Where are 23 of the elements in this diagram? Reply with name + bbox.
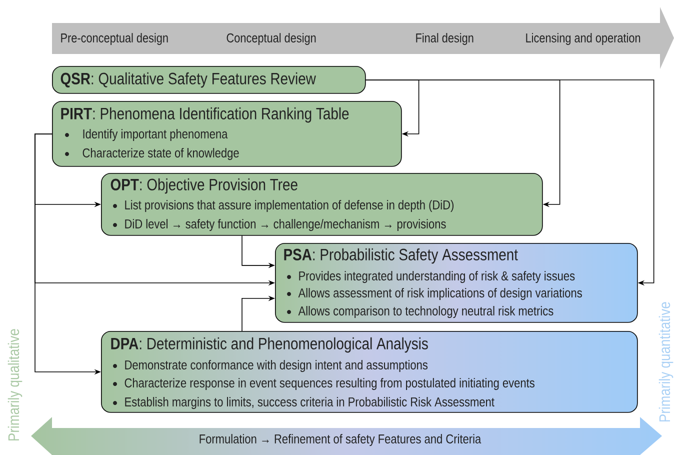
stage-label: Final design — [416, 33, 474, 45]
bullet-item: Establish margins to limits, success criteria in Probabilistic Risk Assessment — [113, 396, 494, 410]
stage-label: Pre-conceptual design — [61, 33, 168, 45]
bullet-item: DiD level → safety function → challenge/mechanism → provisions — [113, 218, 446, 232]
stage-label: Licensing and operation — [526, 33, 640, 45]
arrow-caption: Formulation → Refinement of safety Features and Criteria — [200, 434, 482, 446]
box-heading: OPT: Objective Provision Tree — [110, 178, 298, 194]
box-heading: DPA: Deterministic and Phenomenological Analysis — [111, 337, 428, 353]
bullet-item: Allows assessment of risk implications of design variations — [287, 288, 582, 300]
box-heading: PIRT: Phenomena Identification Ranking Table — [61, 107, 349, 123]
box-heading: PSA: Probabilistic Safety Assessment — [284, 248, 518, 264]
stage-label: Conceptual design — [226, 33, 316, 45]
side-label: Primarily quantitative — [658, 302, 674, 422]
box-heading: QSR: Qualitative Safety Features Review — [60, 72, 316, 88]
bullet-item: List provisions that assure implementation of defense in depth (DiD) — [113, 200, 454, 212]
bullet-item: Characterize response in event sequences resulting from postulated initiating events — [113, 378, 534, 390]
connector-arrow — [365, 80, 654, 286]
side-label: Primarily qualitative — [8, 329, 22, 440]
bullet-item: Demonstrate conformance with design intent and assumptions — [113, 360, 428, 372]
bullet-item: Allows comparison to technology neutral risk metrics — [287, 306, 554, 318]
bullet-item: Provides integrated understanding of risk & safety issues — [287, 270, 575, 284]
bullet-item: Identify important phenomena — [65, 128, 228, 142]
bullet-item: Characterize state of knowledge — [65, 148, 239, 160]
